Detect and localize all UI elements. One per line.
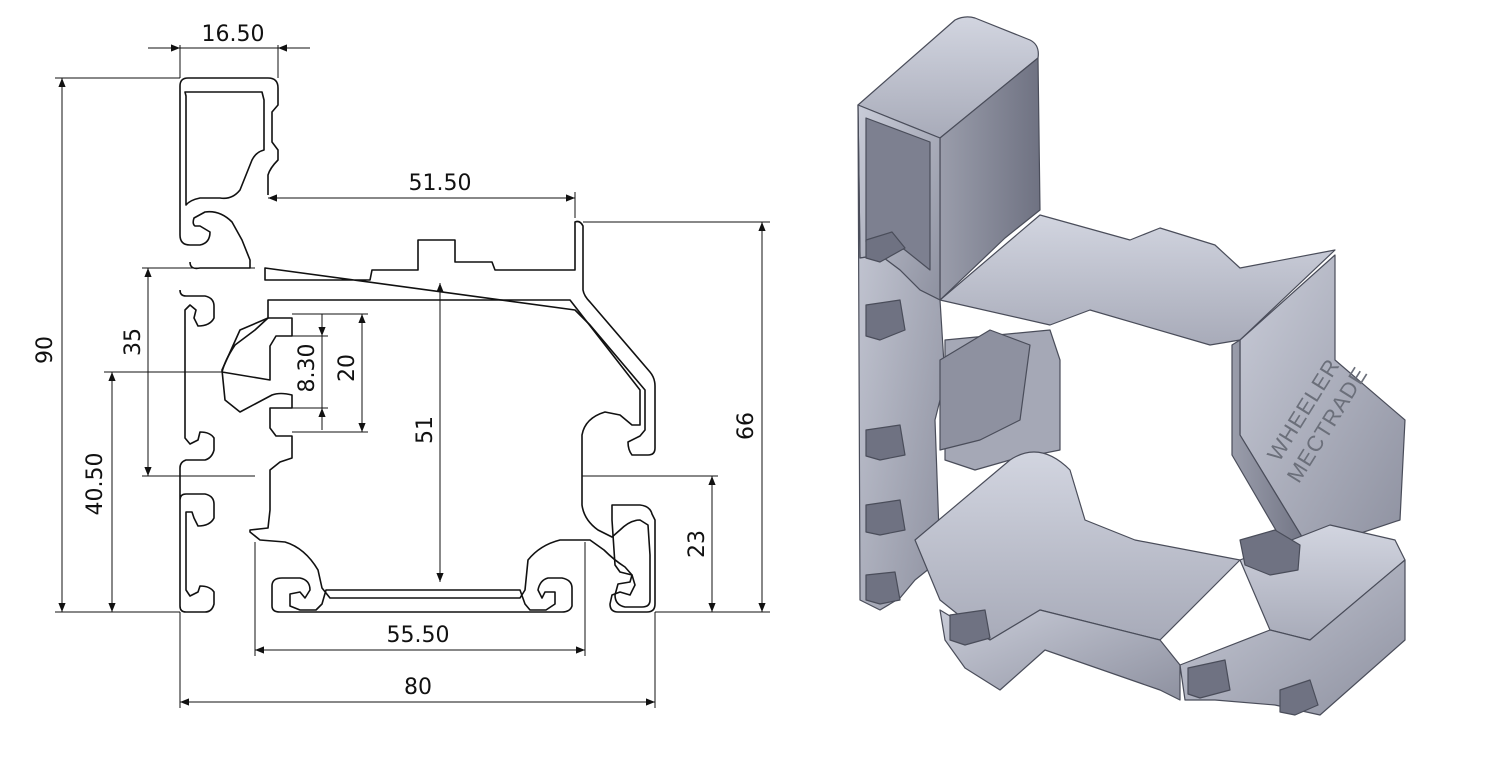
render-inner-slot-ribs	[939, 329, 1031, 451]
render-left-slot-2	[865, 299, 906, 341]
render-upper-web-top	[939, 214, 1336, 346]
dim-overall-width: 80	[179, 612, 656, 708]
profile-outer-left	[179, 86, 251, 613]
profile-bottom-slots	[271, 577, 573, 613]
dim-right-lower-height: 23	[582, 475, 718, 612]
render-top-tab-top	[857, 16, 1039, 139]
dim-label-right-lower-height: 23	[685, 530, 710, 558]
dim-label-left-upper-pitch: 35	[121, 328, 146, 356]
render-lower-bulge	[914, 451, 1241, 641]
dim-overall-height: 90	[33, 77, 180, 613]
profile-top-tab	[179, 77, 279, 206]
dim-top-tab-width: 16.50	[148, 22, 310, 78]
dim-label-upper-span: 51.50	[409, 171, 472, 196]
dim-inner-cavity-height: 51	[413, 283, 444, 582]
dim-upper-span: 51.50	[268, 171, 576, 218]
profile-center-web	[264, 220, 656, 456]
dim-label-inner-cavity-height: 51	[413, 416, 438, 444]
dim-label-overall-width: 80	[404, 675, 432, 700]
profile-section	[179, 77, 656, 613]
dim-bottom-span: 55.50	[254, 542, 586, 656]
render-right-lower-face	[1179, 559, 1406, 716]
render-left-slot-4	[865, 499, 906, 536]
dim-label-overall-height: 90	[33, 336, 58, 364]
profile-inner-cavity	[221, 299, 651, 608]
dim-label-right-height: 66	[734, 412, 759, 440]
dim-label-slot-opening: 8.30	[295, 344, 320, 393]
profile-3d-render	[857, 16, 1406, 716]
render-bottom-slot-1	[949, 609, 991, 646]
dim-label-slot-pitch-inner: 20	[335, 354, 360, 382]
dim-label-top-tab-width: 16.50	[202, 22, 265, 47]
dim-slot-opening: 8.30	[292, 314, 328, 430]
render-right-lower-slot-1	[1187, 659, 1231, 699]
render-top-tab-side	[939, 57, 1041, 301]
dim-right-height: 66	[583, 221, 770, 613]
render-right-mid-slot	[1239, 529, 1301, 576]
dimensions: 16.50 51.50 90 35 40.50	[33, 22, 770, 708]
render-left-slot-3	[865, 424, 906, 461]
profile-right-slots	[609, 504, 656, 613]
dim-label-left-lower-height: 40.50	[83, 453, 108, 516]
dim-slot-pitch-inner: 20	[292, 313, 368, 433]
render-left-slot-5	[865, 571, 901, 605]
profile-left-inner-slot	[221, 317, 293, 381]
render-left-slot-1	[865, 231, 906, 263]
render-bottom-flange	[939, 609, 1181, 701]
render-right-lower-slot-2	[1279, 679, 1319, 716]
dim-label-bottom-span: 55.50	[387, 623, 450, 648]
dim-left-lower-height: 40.50	[83, 371, 222, 612]
